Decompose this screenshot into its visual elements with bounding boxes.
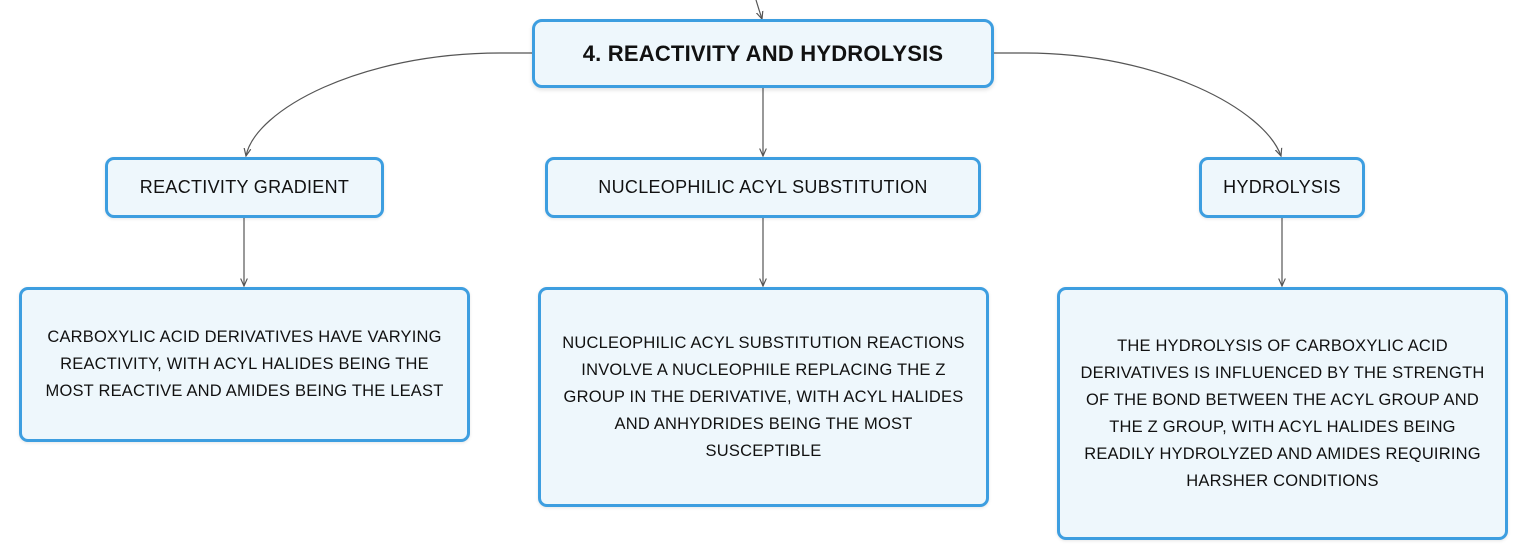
detail-node-text: NUCLEOPHILIC ACYL SUBSTITUTION REACTIONS… <box>562 333 965 460</box>
detail-node-text: CARBOXYLIC ACID DERIVATIVES HAVE VARYING… <box>45 328 444 400</box>
parent-connector <box>755 0 762 19</box>
connector-root-to-hydrolysis <box>994 52 1281 156</box>
root-node-label: 4. REACTIVITY AND HYDROLYSIS <box>582 40 944 66</box>
topic-node-reactivity-gradient[interactable]: REACTIVITY GRADIENT <box>105 157 384 218</box>
detail-node-nucleophilic-acyl-substitution[interactable]: NUCLEOPHILIC ACYL SUBSTITUTION REACTIONS… <box>538 287 989 507</box>
topic-node-label: NUCLEOPHILIC ACYL SUBSTITUTION <box>598 177 928 197</box>
root-node[interactable]: 4. REACTIVITY AND HYDROLYSIS <box>532 19 994 88</box>
connector-root-to-reactivity-gradient <box>246 52 532 156</box>
detail-node-text: THE HYDROLYSIS OF CARBOXYLIC ACID DERIVA… <box>1080 336 1485 490</box>
detail-node-reactivity-gradient[interactable]: CARBOXYLIC ACID DERIVATIVES HAVE VARYING… <box>19 287 470 442</box>
detail-node-hydrolysis[interactable]: THE HYDROLYSIS OF CARBOXYLIC ACID DERIVA… <box>1057 287 1508 540</box>
topic-node-label: REACTIVITY GRADIENT <box>139 177 350 197</box>
topic-node-hydrolysis[interactable]: HYDROLYSIS <box>1199 157 1365 218</box>
topic-node-nucleophilic-acyl-substitution[interactable]: NUCLEOPHILIC ACYL SUBSTITUTION <box>545 157 981 218</box>
topic-node-label: HYDROLYSIS <box>1223 177 1341 197</box>
